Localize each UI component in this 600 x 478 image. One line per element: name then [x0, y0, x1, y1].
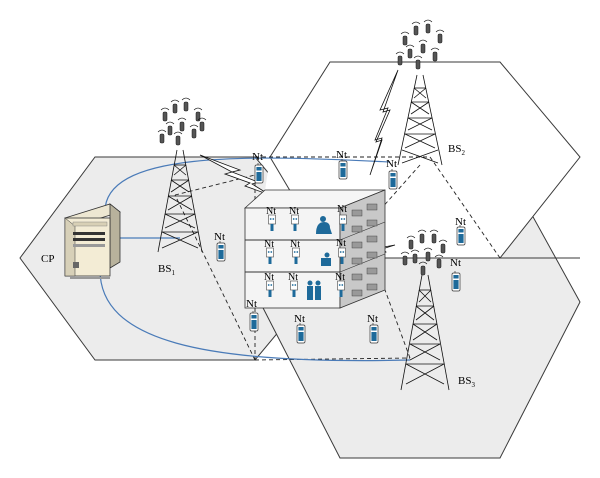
cell-tower-icon — [395, 19, 445, 166]
svg-text:Nt: Nt — [455, 216, 466, 228]
svg-text:Nt: Nt — [335, 272, 345, 283]
svg-text:Nt: Nt — [294, 313, 305, 325]
svg-text:Nt: Nt — [386, 158, 397, 170]
svg-text:Nt: Nt — [289, 206, 299, 217]
svg-text:Nt: Nt — [450, 257, 461, 269]
svg-text:Nt: Nt — [264, 272, 274, 283]
cell-tower-icon — [157, 97, 207, 253]
outdoor-terminal-labels: Nt Nt Nt Nt Nt Nt Nt Nt Nt — [214, 149, 466, 325]
cell-tower-icon — [400, 229, 450, 391]
svg-text:Nt: Nt — [336, 149, 347, 161]
svg-text:Nt: Nt — [337, 204, 347, 215]
terminal-labels: Nt Nt Nt Nt Nt Nt Nt Nt Nt — [264, 204, 347, 283]
wireless-link-icon — [369, 69, 399, 176]
bs3-label: BS3 — [458, 375, 475, 389]
svg-text:Nt: Nt — [336, 238, 346, 249]
svg-text:Nt: Nt — [266, 206, 276, 217]
person-icon — [307, 216, 332, 300]
svg-text:Nt: Nt — [252, 151, 263, 163]
svg-text:Nt: Nt — [367, 313, 378, 325]
server-icon — [64, 203, 121, 279]
backhaul-links — [99, 157, 411, 362]
bs1-label: BS1 — [158, 263, 175, 277]
cp-label: CP — [41, 253, 54, 265]
svg-text:Nt: Nt — [246, 298, 257, 310]
svg-text:Nt: Nt — [290, 239, 300, 250]
svg-text:Nt: Nt — [264, 239, 274, 250]
bs2-label: BS2 — [448, 143, 465, 157]
svg-text:Nt: Nt — [214, 231, 225, 243]
svg-text:Nt: Nt — [288, 272, 298, 283]
